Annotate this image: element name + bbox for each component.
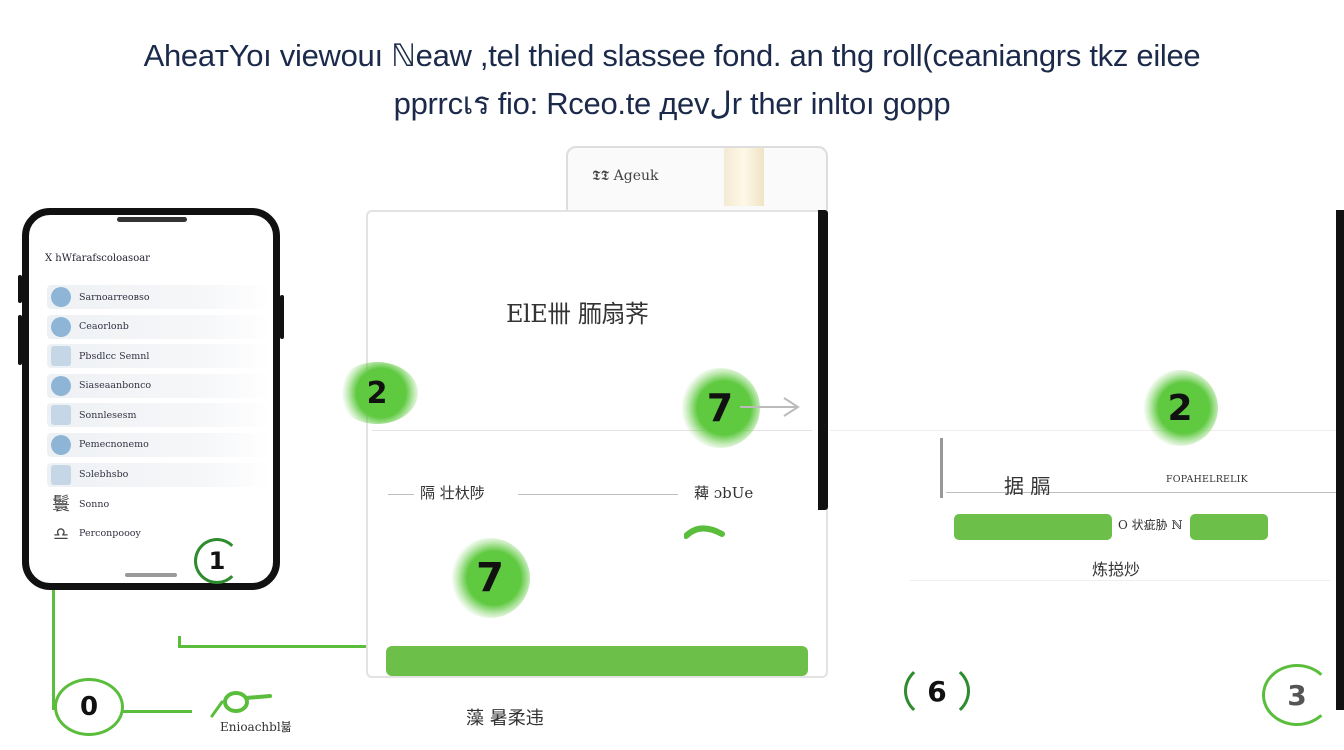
divider [910, 580, 1330, 581]
menu-glyph-icon: ♎ [52, 523, 70, 544]
menu-item-icon [51, 316, 71, 337]
phone-volume-down [18, 315, 22, 365]
panel-heading: ElE卌 胹扇荠 [506, 300, 649, 328]
connector-line [178, 645, 368, 648]
phone-notch [117, 217, 187, 222]
progress-pill-left[interactable] [954, 514, 1112, 540]
divider [830, 430, 1336, 431]
divider [518, 494, 678, 495]
panel-item-left[interactable]: 隔 壮杕陟 [420, 484, 485, 502]
phone-menu-item[interactable]: 鬟 Sonno [47, 492, 271, 516]
panel-bottom-label: 藻 暑柔违 [466, 708, 544, 729]
main-panel: ElE卌 胹扇荠 隔 壮杕陟 薭 ɔbUe [366, 210, 828, 678]
menu-item-icon [51, 346, 71, 367]
divider [940, 438, 943, 498]
phone-menu-item-label: Pbsdlcc Semnl [79, 350, 150, 362]
phone-menu-item-label: Sonno [79, 498, 110, 510]
step-badge-2b: 2 [1142, 370, 1218, 446]
phone-menu-item-label: Pemecnonemo [79, 439, 149, 451]
panel-edge [818, 210, 828, 510]
step-badge-2: 2 [336, 362, 418, 424]
phone-menu-item[interactable]: Pemecnonemo [47, 432, 271, 457]
phone-volume-up [18, 275, 22, 303]
connector-line [178, 636, 181, 648]
progress-pill-right[interactable] [1190, 514, 1268, 540]
step-badge-7b: 7 [450, 538, 530, 618]
right-frame-edge [1336, 210, 1344, 710]
divider [946, 492, 1336, 493]
divider [388, 494, 414, 495]
primary-action-button[interactable] [386, 646, 808, 676]
pill-caption: O 状疵胁 ℕ [1118, 518, 1183, 532]
right-label-right: FOPAHELRELIK [1166, 474, 1248, 485]
back-card-tab [724, 148, 764, 206]
arrow-icon [740, 397, 800, 417]
menu-item-icon [51, 287, 71, 307]
sync-icon [1164, 476, 1204, 492]
panel-item-right[interactable]: 薭 ɔbUe [694, 484, 754, 502]
menu-glyph-icon: 鬟 [52, 494, 70, 515]
phone-menu-item-label: Perconpoooy [79, 528, 141, 540]
connector-line [122, 710, 192, 713]
step-badge-0: 0 [54, 678, 124, 736]
phone-menu-item-label: Ceaorlonb [79, 321, 129, 333]
menu-item-icon [51, 405, 71, 426]
right-under-label: 炼搃炒 [1092, 560, 1141, 579]
phone-side-button [280, 295, 284, 339]
phone-menu-item[interactable]: Sɔlebhsbo [47, 462, 271, 487]
phone-screen-title: X hWfarafscoloasoar [45, 253, 150, 264]
phone-menu-item-label: Sɔlebhsbo [79, 469, 129, 481]
bottom-left-caption: Enioachbl뷻 [220, 720, 292, 734]
phone-menu-item[interactable]: ♎ Perconpoooy [47, 522, 271, 546]
step-badge-1: 1 [194, 538, 240, 584]
phone-menu-item[interactable]: Ceaorlonb [47, 314, 271, 339]
headline-line-2: pprrcเร fiо: Rceo.te дevلr ther inltoı g… [393, 86, 951, 121]
right-label-left: 据 膈 [1004, 474, 1051, 498]
step-badge-3: 3 [1262, 664, 1332, 726]
step-badge-6: 6 [904, 662, 970, 720]
phone-home-indicator [125, 573, 177, 577]
divider [372, 430, 812, 431]
phone-menu-item[interactable]: Pbsdlcc Semnl [47, 344, 271, 369]
phone-menu-item[interactable]: Sarnoarreoвso [47, 285, 271, 309]
menu-item-icon [51, 375, 71, 396]
phone-menu-item[interactable]: Sonnlesesm [47, 403, 271, 428]
pointer-icon [210, 691, 272, 718]
back-card: 𝕿𝕿 Ageuk [566, 146, 828, 210]
phone-menu-item[interactable]: Siaseaanbonco [47, 373, 271, 398]
phone-menu-item-label: Sonnlesesm [79, 409, 137, 421]
swoosh-icon [684, 525, 725, 539]
headline-line-1: AheaтYoı viewouı ℕeaw ,tel thied slassee… [143, 38, 1201, 73]
menu-item-icon [51, 434, 71, 455]
back-card-label: 𝕿𝕿 Ageuk [592, 168, 659, 184]
phone-menu-item-label: Siaseaanbonco [79, 380, 152, 392]
phone-menu-item-label: Sarnoarreoвso [79, 291, 150, 303]
connector-line [52, 590, 55, 710]
menu-item-icon [51, 464, 71, 485]
